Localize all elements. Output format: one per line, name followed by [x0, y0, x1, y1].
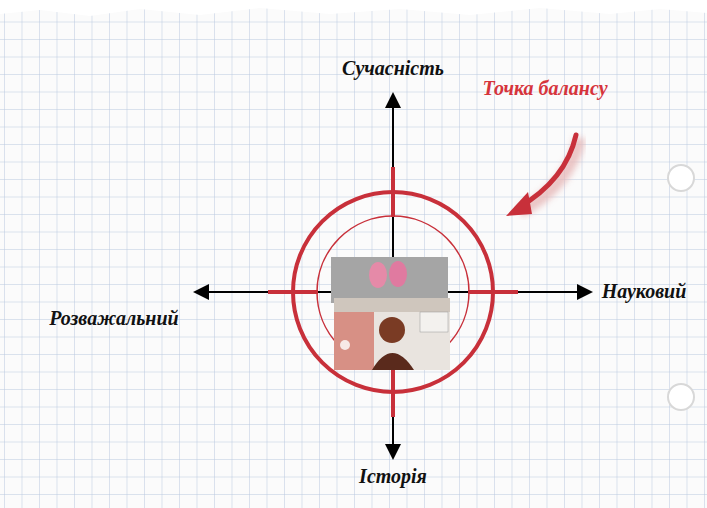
target-ring: [293, 192, 493, 392]
paper-grid: [0, 8, 707, 508]
callout-label: Точка балансу: [482, 76, 607, 100]
collage-picture: [331, 257, 450, 370]
axis-label: Історія: [359, 464, 427, 488]
axis-label: Науковий: [602, 279, 687, 303]
target-tick: [268, 167, 518, 417]
punch-hole: [668, 165, 694, 191]
punch-hole: [668, 384, 694, 410]
paper-sheet: [0, 8, 707, 508]
axis-label: Розважальний: [49, 306, 178, 330]
pointer-arrowhead: [506, 192, 532, 216]
axis-label: Сучасність: [342, 56, 444, 80]
